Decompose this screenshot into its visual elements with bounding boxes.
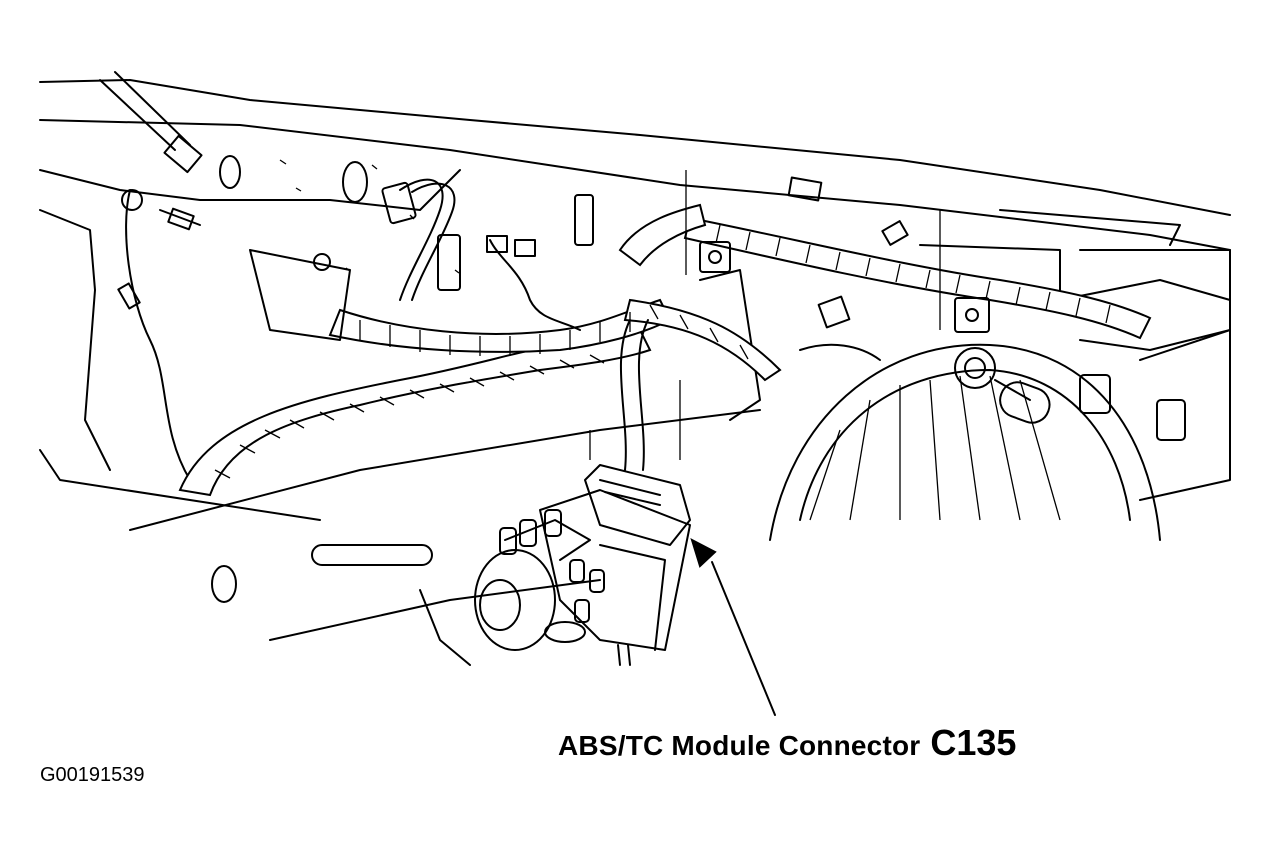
- cable-rod: [99, 71, 203, 174]
- callout-label: ABS/TC Module Connector C135: [558, 722, 1016, 764]
- abs-module: [474, 319, 691, 666]
- cooling-fan: [769, 295, 1161, 541]
- panel-holes: [211, 155, 594, 603]
- firewall-outline: [39, 79, 1231, 666]
- brackets: [685, 170, 990, 333]
- figure-id: G00191539: [40, 764, 145, 786]
- callout-description: ABS/TC Module Connector: [558, 730, 921, 761]
- ground-strap: [117, 189, 201, 481]
- wiring-harness: [178, 203, 1152, 497]
- connector-wires: [249, 178, 581, 341]
- connector-code: C135: [930, 722, 1017, 763]
- callout-arrow: [690, 538, 776, 716]
